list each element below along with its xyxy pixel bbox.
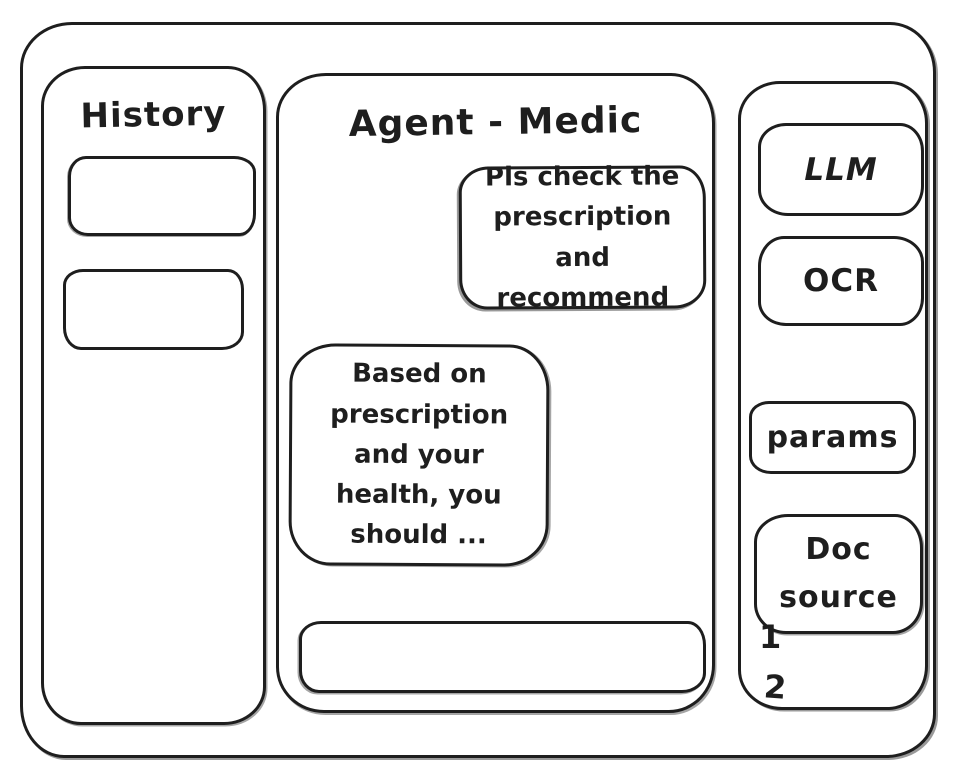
message-input[interactable] <box>299 621 706 693</box>
doc-source-item-1[interactable]: 1 <box>759 618 782 656</box>
history-title: History <box>80 93 227 137</box>
agent-message-bubble: Based on prescription and your health, y… <box>288 343 550 567</box>
doc-source-item-2[interactable]: 2 <box>762 667 788 707</box>
doc-source-button[interactable]: Doc source <box>754 514 923 634</box>
ocr-button[interactable]: OCR <box>758 236 924 326</box>
llm-button[interactable]: LLM <box>758 123 924 216</box>
params-button[interactable]: params <box>749 401 916 474</box>
history-item[interactable] <box>68 156 256 236</box>
chat-title: Agent - Medic <box>348 99 643 146</box>
tools-panel: LLM OCR params Doc source 1 2 <box>738 81 928 710</box>
app-window-frame: History Agent - Medic Pls check the pres… <box>20 22 936 758</box>
user-message-bubble: Pls check the prescription and recommend <box>458 161 707 313</box>
history-item[interactable] <box>63 269 244 350</box>
chat-panel: Agent - Medic Pls check the prescription… <box>276 73 715 713</box>
history-panel: History <box>41 66 266 725</box>
